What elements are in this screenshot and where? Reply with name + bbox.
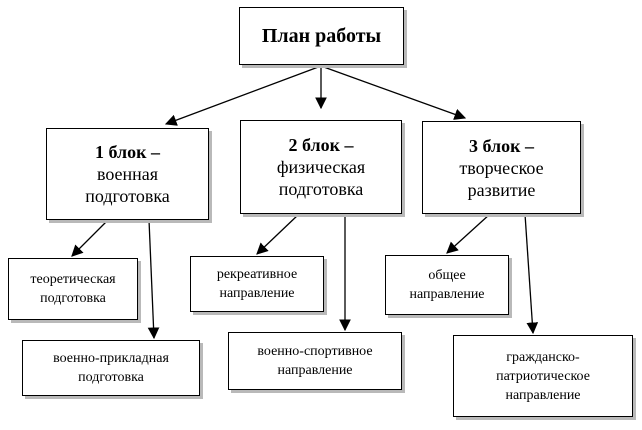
theory-training-line-1: теоретическая (30, 272, 116, 287)
block-1-line-2: подготовка (85, 186, 170, 206)
block-1-box: 1 блок – военная подготовка (46, 128, 209, 220)
arrow-block-2-to-recreation (256, 213, 300, 255)
civic-patriotic-line-1: гражданско- (506, 349, 580, 365)
civic-patriotic-line-2: патриотическое (496, 368, 590, 384)
military-applied-line-1: военно-прикладная (53, 351, 169, 366)
arrow-root-to-block-3 (320, 65, 467, 120)
block-2-box: 2 блок – физическая подготовка (240, 120, 402, 214)
arrow-block-1-to-applied (147, 219, 160, 340)
recreation-direction-line-1: рекреативное (216, 267, 298, 282)
arrow-block-3-to-civic (524, 213, 539, 335)
general-direction-box: общее направление (385, 255, 509, 315)
block-2-line-1: физическая (276, 157, 366, 177)
military-applied-line-2: подготовка (78, 370, 144, 385)
military-applied-box: военно-прикладная подготовка (22, 340, 200, 396)
block-2-line-2: подготовка (278, 179, 364, 199)
arrow-root-to-block-1 (164, 65, 322, 126)
theory-training-line-2: подготовка (40, 291, 106, 306)
block-3-box: 3 блок – творческое развитие (422, 121, 581, 214)
root-box: План работы (239, 7, 404, 65)
block-3-line-2: развитие (467, 179, 536, 200)
block-1-line-1: военная (96, 164, 159, 184)
block-2-heading: 2 блок – (288, 135, 354, 155)
root-title: План работы (261, 24, 382, 47)
block-3-line-1: творческое (459, 157, 544, 178)
block-1-heading: 1 блок – (94, 142, 161, 162)
military-sport-line-1: военно-спортивное (257, 344, 373, 359)
theory-training-box: теоретическая подготовка (8, 258, 138, 320)
arrow-block-1-to-theory (71, 219, 109, 257)
military-sport-line-2: направление (277, 363, 353, 378)
military-sport-box: военно-спортивное направление (228, 332, 402, 390)
civic-patriotic-box: гражданско- патриотическое направление (453, 335, 633, 417)
general-direction-line-1: общее (428, 268, 466, 283)
block-3-heading: 3 блок – (468, 135, 535, 156)
arrow-block-3-to-general (446, 213, 491, 254)
recreation-direction-box: рекреативное направление (190, 256, 324, 312)
general-direction-line-2: направление (409, 287, 485, 302)
recreation-direction-line-2: направление (219, 286, 295, 301)
civic-patriotic-line-3: направление (505, 387, 581, 403)
